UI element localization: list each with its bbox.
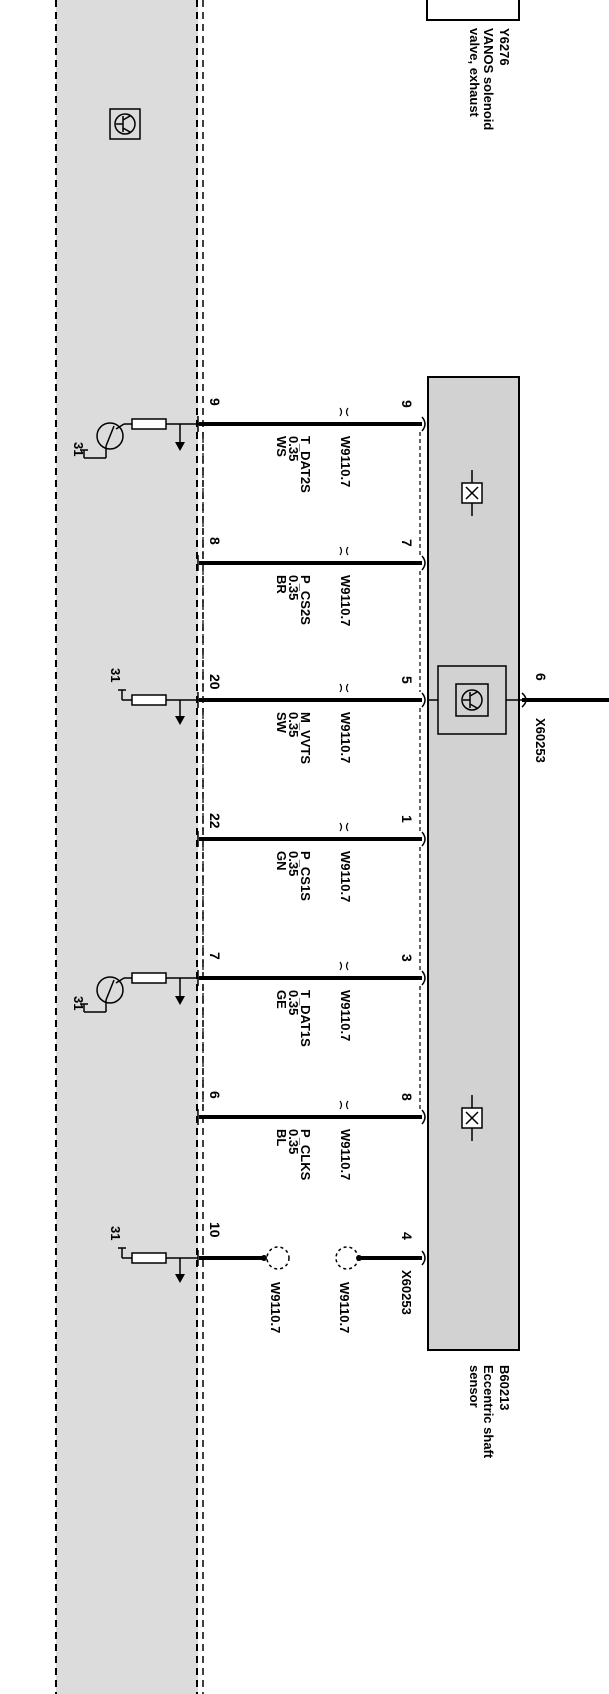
wire-ecu-pin: 8 [207, 537, 223, 545]
wire-color: BL [274, 1129, 289, 1146]
shield-harness-left: W9110.7 [268, 1282, 283, 1333]
wire-harness: W9110.7 [338, 712, 353, 763]
sensor-x-icon-upper [461, 470, 483, 516]
top-component-desc-line2: valve, exhaust [467, 28, 482, 118]
wire-size: 0.35 [286, 1129, 301, 1154]
wire-size: 0.35 [286, 990, 301, 1015]
wire-color: BR [274, 575, 289, 594]
sensor-module [427, 376, 520, 1351]
ground-icon [118, 689, 199, 725]
shield-wire [197, 1246, 426, 1270]
wire-ecu-pin: 22 [207, 813, 223, 829]
shield-sensor-pin: 4 [399, 1232, 415, 1240]
shield-ecu-pin: 10 [207, 1222, 223, 1238]
wire-signal: P_CLKS [298, 1129, 313, 1181]
sensor-desc-line2: sensor [467, 1365, 482, 1408]
supply-pin-label: 6 [533, 673, 549, 681]
wire-harness: W9110.7 [338, 575, 353, 626]
top-component-desc-line1: VANOS solenoid [481, 28, 496, 130]
wire-ecu-pin: 9 [207, 398, 223, 406]
harness-outline [202, 432, 421, 1109]
wire-size: 0.35 [286, 712, 301, 737]
wire-color: GE [274, 990, 289, 1009]
sensor-transistor-icon [428, 665, 528, 735]
shield-connector-label: X60253 [399, 1270, 414, 1315]
wire-ecu-pin: 7 [207, 952, 223, 960]
wire-color: SW [274, 712, 289, 734]
supply-connector-icon [521, 692, 527, 708]
wire-harness: W9110.7 [338, 436, 353, 487]
wire-sensor-pin: 1 [399, 815, 415, 823]
wire-sensor-pin: 5 [399, 676, 415, 684]
wire-sensor-pin: 3 [399, 954, 415, 962]
wire-signal: M_VVTS [298, 712, 313, 764]
ecu-module [56, 0, 198, 1694]
wire-signal: P_CS2S [298, 575, 313, 625]
top-component-box [426, 0, 520, 21]
ecu-transistor-icon [109, 108, 141, 140]
ground-icon [80, 418, 199, 459]
wire-size: 0.35 [286, 851, 301, 876]
sensor-desc-line1: Eccentric shaft [481, 1365, 496, 1459]
wire-harness: W9110.7 [338, 990, 353, 1041]
shield-harness-right: W9110.7 [337, 1282, 352, 1333]
ground-label: 31 [71, 442, 86, 456]
wire-signal: T_DAT1S [298, 990, 313, 1047]
shield-ground-icon [118, 1247, 198, 1283]
wire-sensor-pin: 8 [399, 1093, 415, 1101]
wire-signal: T_DAT2S [298, 436, 313, 493]
wire-sensor-pin: 9 [399, 400, 415, 408]
wire-color: GN [274, 851, 289, 871]
sensor-x-icon-lower [461, 1095, 483, 1141]
ground-label: 31 [71, 996, 86, 1010]
wire-ecu-pin: 20 [207, 674, 223, 690]
wire-ecu-pin: 6 [207, 1091, 223, 1099]
wire-sensor-pin: 7 [399, 539, 415, 547]
top-component-id: Y6276 [497, 28, 512, 66]
ground-icon [80, 972, 199, 1013]
supply-connector-label: X60253 [533, 718, 548, 763]
shield-ground-label: 31 [108, 1226, 123, 1240]
wire-harness: W9110.7 [338, 1129, 353, 1180]
wire-harness: W9110.7 [338, 851, 353, 902]
wire-size: 0.35 [286, 436, 301, 461]
wire-color: WS [274, 436, 289, 457]
ground-label: 31 [108, 668, 123, 682]
wire-size: 0.35 [286, 575, 301, 600]
sensor-id: B60213 [497, 1365, 512, 1411]
wire-signal: P_CS1S [298, 851, 313, 901]
